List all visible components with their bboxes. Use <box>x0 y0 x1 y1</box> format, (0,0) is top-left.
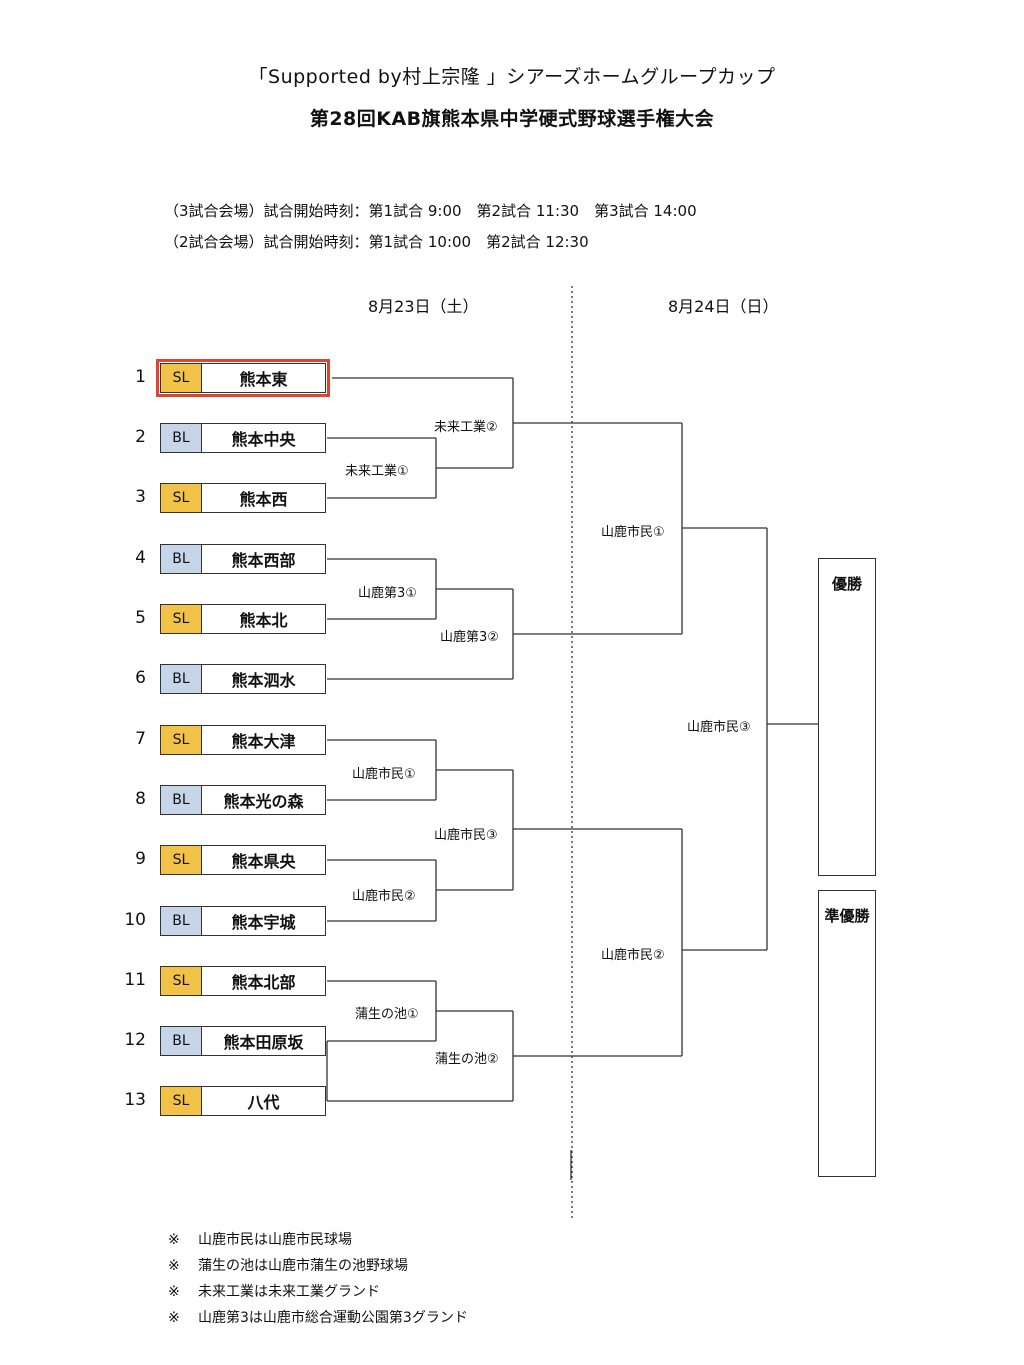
match-label: 蒲生の池① <box>355 1007 419 1022</box>
team-number: 10 <box>124 910 146 930</box>
team-box-kumamoto-nishi[interactable]: SL 熊本西 <box>160 483 326 513</box>
team-box-kumamoto-hokubu[interactable]: SL 熊本北部 <box>160 966 326 996</box>
note-mark: ※ <box>168 1310 180 1326</box>
team-name: 熊本北部 <box>231 973 296 992</box>
winner-box: 優勝 <box>818 558 876 876</box>
team-box-kumamoto-seibu[interactable]: BL 熊本西部 <box>160 544 326 574</box>
team-number: 1 <box>135 367 146 387</box>
league-tag: SL <box>161 967 202 995</box>
match-label: 山鹿市民① <box>352 767 416 782</box>
team-box-kumamoto-kita[interactable]: SL 熊本北 <box>160 604 326 634</box>
schedule-3-games: （3試合会場）試合開始時刻：第1試合 9:00 第2試合 11:30 第3試合 … <box>164 202 697 220</box>
runner-up-box: 準優勝 <box>818 890 876 1177</box>
team-number: 2 <box>135 427 146 447</box>
team-box-kumamoto-tabaruzaka[interactable]: BL 熊本田原坂 <box>160 1026 326 1056</box>
team-name: 熊本光の森 <box>223 792 304 811</box>
note-text: 蒲生の池は山鹿市蒲生の池野球場 <box>198 1258 408 1274</box>
team-number: 13 <box>124 1090 146 1110</box>
league-tag: SL <box>161 726 202 754</box>
match-label-final: 山鹿市民③ <box>687 720 751 735</box>
team-name: 熊本田原坂 <box>223 1033 304 1052</box>
team-name: 熊本大津 <box>231 732 296 751</box>
team-box-kumamoto-ozu[interactable]: SL 熊本大津 <box>160 725 326 755</box>
match-label-semifinal: 山鹿市民② <box>601 948 665 963</box>
team-number: 3 <box>135 487 146 507</box>
league-tag: BL <box>161 1027 202 1055</box>
team-name: 熊本宇城 <box>231 913 296 932</box>
team-number: 9 <box>135 849 146 869</box>
team-number: 5 <box>135 608 146 628</box>
team-name: 熊本県央 <box>231 852 296 871</box>
match-label: 蒲生の池② <box>435 1052 499 1067</box>
note-text: 山鹿市民は山鹿市民球場 <box>198 1232 352 1248</box>
team-name: 熊本中央 <box>231 430 296 449</box>
note-mark: ※ <box>168 1258 180 1274</box>
team-name: 熊本泗水 <box>231 671 296 690</box>
team-number: 11 <box>124 970 146 990</box>
match-label-semifinal: 山鹿市民① <box>601 525 665 540</box>
match-label: 山鹿市民② <box>352 889 416 904</box>
league-tag: BL <box>161 665 202 693</box>
match-label: 未来工業① <box>345 464 409 479</box>
league-tag: BL <box>161 907 202 935</box>
match-label: 山鹿第3② <box>440 630 499 645</box>
league-tag: BL <box>161 545 202 573</box>
team-name: 八代 <box>247 1093 280 1112</box>
team-number: 4 <box>135 548 146 568</box>
match-label: 山鹿市民③ <box>434 828 498 843</box>
match-label: 山鹿第3① <box>358 586 417 601</box>
team-number: 6 <box>135 668 146 688</box>
league-tag: SL <box>161 605 202 633</box>
league-tag: BL <box>161 786 202 814</box>
note-item: ※ 未来工業は未来工業グランド <box>168 1281 380 1301</box>
team-box-kumamoto-uki[interactable]: BL 熊本宇城 <box>160 906 326 936</box>
note-text: 山鹿第3は山鹿市総合運動公園第3グランド <box>198 1310 468 1326</box>
day-header-2: 8月24日（日） <box>668 297 779 316</box>
team-number: 8 <box>135 789 146 809</box>
league-tag: SL <box>161 484 202 512</box>
team-name: 熊本西部 <box>231 551 296 570</box>
team-number: 12 <box>124 1030 146 1050</box>
note-text: 未来工業は未来工業グランド <box>198 1284 380 1300</box>
team-number: 7 <box>135 729 146 749</box>
note-item: ※ 蒲生の池は山鹿市蒲生の池野球場 <box>168 1255 408 1275</box>
title-line-1: 「Supported by村上宗隆 」シアーズホームグループカップ <box>248 66 776 88</box>
team-box-kumamoto-kenou[interactable]: SL 熊本県央 <box>160 845 326 875</box>
note-item: ※ 山鹿市民は山鹿市民球場 <box>168 1229 352 1249</box>
league-tag: SL <box>161 364 202 392</box>
note-mark: ※ <box>168 1232 180 1248</box>
note-item: ※ 山鹿第3は山鹿市総合運動公園第3グランド <box>168 1307 468 1327</box>
day-header-1: 8月23日（土） <box>368 297 479 316</box>
note-mark: ※ <box>168 1284 180 1300</box>
team-box-kumamoto-shisui[interactable]: BL 熊本泗水 <box>160 664 326 694</box>
team-name: 熊本西 <box>239 490 288 509</box>
team-name: 熊本東 <box>239 370 288 389</box>
match-label: 未来工業② <box>434 420 498 435</box>
title-line-2: 第28回KAB旗熊本県中学硬式野球選手権大会 <box>309 108 715 130</box>
team-name: 熊本北 <box>239 611 288 630</box>
league-tag: BL <box>161 424 202 452</box>
league-tag: SL <box>161 1087 202 1115</box>
team-box-kumamoto-hikarinomori[interactable]: BL 熊本光の森 <box>160 785 326 815</box>
team-box-yatsushiro[interactable]: SL 八代 <box>160 1086 326 1116</box>
team-box-kumamoto-higashi[interactable]: SL 熊本東 <box>156 359 330 397</box>
league-tag: SL <box>161 846 202 874</box>
team-box-kumamoto-chuo[interactable]: BL 熊本中央 <box>160 423 326 453</box>
schedule-2-games: （2試合会場）試合開始時刻：第1試合 10:00 第2試合 12:30 <box>164 233 589 251</box>
